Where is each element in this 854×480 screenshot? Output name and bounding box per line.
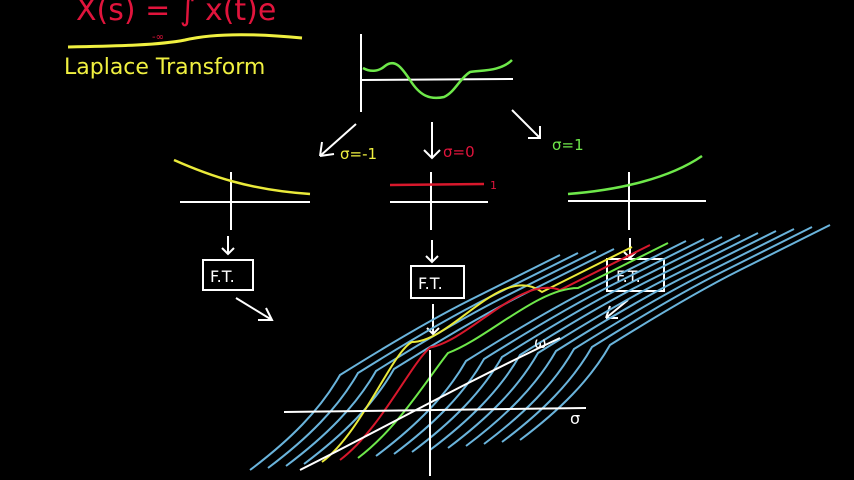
surface-slice xyxy=(357,242,669,459)
lower-limit: -∞ xyxy=(152,32,164,43)
surface-slice xyxy=(501,226,813,443)
signal-plot xyxy=(360,34,514,112)
laplace-surface xyxy=(249,224,831,471)
surface-slice xyxy=(447,232,759,449)
omega-axis xyxy=(299,337,561,471)
arrow-ft-left xyxy=(235,297,274,321)
ft-left-label: F.T. xyxy=(210,267,235,286)
sigma-axis xyxy=(283,407,587,413)
arrow-left xyxy=(319,123,357,157)
surface-slice xyxy=(411,236,723,453)
omega-label: ω xyxy=(534,334,547,352)
surface-slice xyxy=(303,248,615,465)
surface-slice xyxy=(519,224,831,441)
ft-box-middle xyxy=(410,265,465,299)
surface-slice xyxy=(465,230,777,447)
ft-box-left xyxy=(202,259,254,291)
surface-slice xyxy=(249,254,561,471)
surface-slice xyxy=(267,252,579,469)
laplace-transform-title: Laplace Transform xyxy=(64,55,265,80)
sigma-pos-label: σ=1 xyxy=(552,136,584,154)
plot-left xyxy=(173,158,311,230)
sigma-axis-label: σ xyxy=(570,409,580,428)
sigma-neg-label: σ=-1 xyxy=(340,145,377,163)
arrow-down-middle xyxy=(425,240,439,264)
surface-slice xyxy=(321,246,633,463)
plot-right xyxy=(567,154,706,230)
arrow-down-left xyxy=(221,236,235,256)
arrow-right xyxy=(511,109,541,139)
plot-middle: 1 xyxy=(389,172,497,230)
signal-curve xyxy=(362,59,513,100)
surface-slice xyxy=(483,228,795,445)
underline xyxy=(67,33,303,49)
surface-slice xyxy=(429,234,741,451)
surface-slice xyxy=(393,238,705,455)
laplace-formula: X(s) = ∫ x(t)e xyxy=(76,0,276,28)
surface-slice xyxy=(339,244,651,461)
ft-mid-label: F.T. xyxy=(418,274,443,293)
sigma-zero-label: σ=0 xyxy=(443,143,475,161)
arrow-middle xyxy=(423,122,441,160)
one-label: 1 xyxy=(490,179,497,192)
